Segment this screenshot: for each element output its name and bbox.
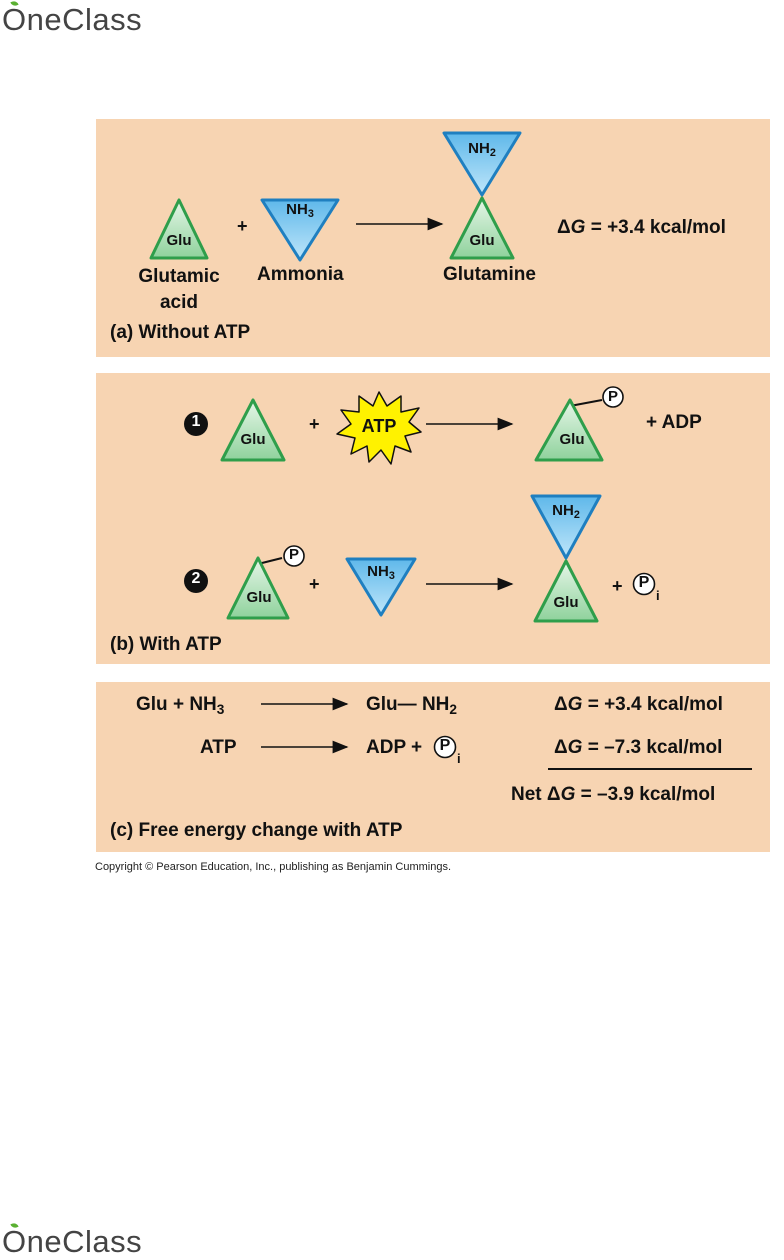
glu-label-b1: Glu bbox=[240, 431, 266, 448]
nh2-label-b2: NH2 bbox=[552, 502, 580, 522]
copyright-text: Copyright © Pearson Education, Inc., pub… bbox=[95, 861, 452, 873]
pi-sub-c: i bbox=[457, 751, 461, 766]
glu-triangle-b1 bbox=[220, 398, 286, 462]
glu-triangle-b2-product bbox=[533, 559, 599, 623]
nh3-triangle-b2 bbox=[345, 557, 417, 617]
reaction-arrow-b2 bbox=[426, 577, 514, 591]
panel-free-energy bbox=[96, 682, 770, 852]
row2-right: ADP + bbox=[366, 737, 423, 758]
row1-left: Glu + NH3 bbox=[136, 694, 225, 718]
glu-phosphate-b2 bbox=[226, 545, 305, 620]
reactant-ammonia: Ammonia bbox=[257, 264, 344, 285]
nh3-triangle-a bbox=[260, 198, 340, 262]
glu-label-product: Glu bbox=[469, 232, 495, 249]
reaction-arrow-b1 bbox=[426, 417, 514, 431]
step-1-badge bbox=[184, 412, 208, 436]
nh3-label-b2: NH3 bbox=[367, 563, 395, 583]
phosphate-label-b2: P bbox=[288, 546, 299, 563]
glu-label-b2-product: Glu bbox=[553, 594, 579, 611]
delta-g-a: ΔG = +3.4 kcal/mol bbox=[557, 217, 726, 238]
row2-left: ATP bbox=[200, 737, 237, 758]
atp-label: ATP bbox=[361, 416, 397, 436]
phosphate-circle-b2 bbox=[632, 572, 656, 596]
logo-text-bottom: OneClass bbox=[2, 1224, 143, 1259]
arrow-c2 bbox=[261, 740, 349, 754]
phosphate-circle-c bbox=[433, 735, 457, 759]
glu-triangle-a bbox=[149, 198, 209, 260]
nh2-triangle-a bbox=[442, 131, 522, 197]
plus-pi: + bbox=[612, 576, 623, 596]
glu-label-b1-product: Glu bbox=[559, 431, 585, 448]
plus-sign-b1: + bbox=[309, 414, 320, 434]
panel-with-atp bbox=[96, 373, 770, 664]
phosphate-label-b1: P bbox=[607, 388, 618, 405]
glu-label: Glu bbox=[166, 232, 192, 249]
nh2-label: NH2 bbox=[468, 140, 496, 160]
nh3-label: NH3 bbox=[286, 201, 314, 221]
product-glutamine: Glutamine bbox=[443, 264, 536, 285]
step-2-number: 2 bbox=[191, 570, 201, 587]
glu-phosphate-b1 bbox=[534, 386, 624, 462]
logo-text: OneClass bbox=[2, 2, 143, 37]
plus-sign: + bbox=[237, 216, 248, 236]
step-1-number: 1 bbox=[191, 413, 201, 430]
nh2-triangle-b2 bbox=[530, 494, 602, 560]
sum-rule bbox=[548, 768, 752, 770]
plus-adp: + ADP bbox=[646, 412, 702, 433]
panel-b-caption: (b) With ATP bbox=[110, 634, 222, 655]
net-delta: Net ΔG = –3.9 kcal/mol bbox=[511, 784, 716, 805]
row2-delta: ΔG = –7.3 kcal/mol bbox=[554, 737, 723, 758]
step-2-badge bbox=[184, 569, 208, 593]
pi-label-c: P bbox=[439, 737, 451, 754]
plus-sign-b2: + bbox=[309, 574, 320, 594]
atp-starburst bbox=[336, 391, 422, 465]
oneclass-logo-bottom: OneClass bbox=[2, 1221, 143, 1260]
oneclass-logo-top: OneClass bbox=[2, 0, 143, 38]
row1-right: Glu— NH2 bbox=[366, 694, 457, 718]
arrow-c1 bbox=[261, 697, 349, 711]
panel-without-atp bbox=[96, 119, 770, 357]
pi-sub-b2: i bbox=[656, 588, 660, 603]
row1-delta: ΔG = +3.4 kcal/mol bbox=[554, 694, 723, 715]
reaction-arrow-a bbox=[356, 217, 444, 231]
panel-c-caption: (c) Free energy change with ATP bbox=[110, 820, 403, 841]
panel-a-caption: (a) Without ATP bbox=[110, 322, 251, 343]
glu-label-b2: Glu bbox=[246, 589, 272, 606]
glu-triangle-product-a bbox=[449, 196, 515, 260]
pi-label-b2: P bbox=[638, 574, 650, 591]
